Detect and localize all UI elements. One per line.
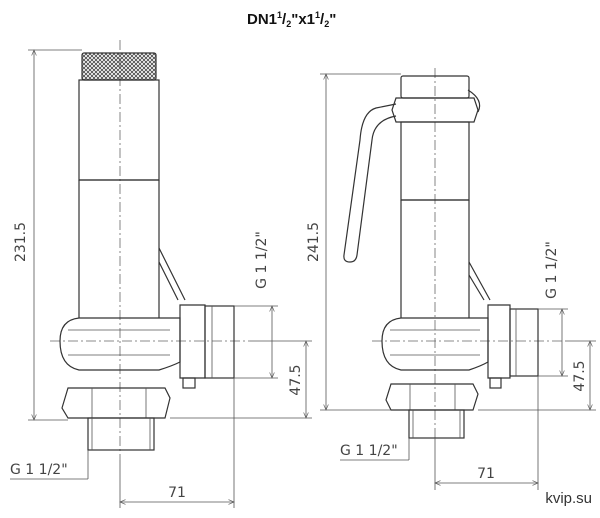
right-width-label: 71 xyxy=(477,466,495,482)
right-valve-view: 241.5 G 1 1/2" 47.5 G 1 1/2" 71 xyxy=(306,68,596,490)
left-height-label: 231.5 xyxy=(13,222,29,262)
lever-pin xyxy=(467,89,481,113)
right-valve-body xyxy=(381,317,489,371)
valve-body xyxy=(59,317,181,371)
right-side-outlet xyxy=(487,304,511,379)
right-height-label: 241.5 xyxy=(306,222,322,262)
support-rib xyxy=(158,247,186,301)
side-outlet xyxy=(179,304,206,379)
right-offset-label: 47.5 xyxy=(572,360,588,391)
right-hex-nut xyxy=(385,383,479,411)
right-side-thread-label: G 1 1/2" xyxy=(544,241,560,299)
left-side-thread-label: G 1 1/2" xyxy=(254,231,270,289)
right-spring-housing xyxy=(400,200,470,318)
right-drain-plug xyxy=(489,377,502,389)
knurled-cap xyxy=(81,52,157,81)
lever-collar xyxy=(391,97,479,123)
left-width-label: 71 xyxy=(168,485,186,501)
left-valve-view: 231.5 G 1 1/2" 47.5 G 1 1/2" 71 xyxy=(10,40,312,508)
left-bottom-thread-label: G 1 1/2" xyxy=(10,462,68,478)
spring-housing xyxy=(78,180,160,318)
left-offset-label: 47.5 xyxy=(288,364,304,395)
hex-nut xyxy=(61,387,171,419)
right-bottom-thread-label: G 1 1/2" xyxy=(340,443,398,459)
right-inlet-thread xyxy=(408,409,465,439)
bonnet-upper xyxy=(78,79,160,181)
right-side-outlet-thread xyxy=(509,308,539,377)
inlet-thread xyxy=(87,417,155,451)
watermark: kvip.su xyxy=(545,490,592,507)
right-support-rib xyxy=(468,261,491,301)
drawing-title: DN11/2"x11/2" xyxy=(247,10,336,29)
drain-plug xyxy=(182,377,196,389)
lever-handle xyxy=(343,103,397,263)
side-outlet-thread xyxy=(204,305,235,379)
